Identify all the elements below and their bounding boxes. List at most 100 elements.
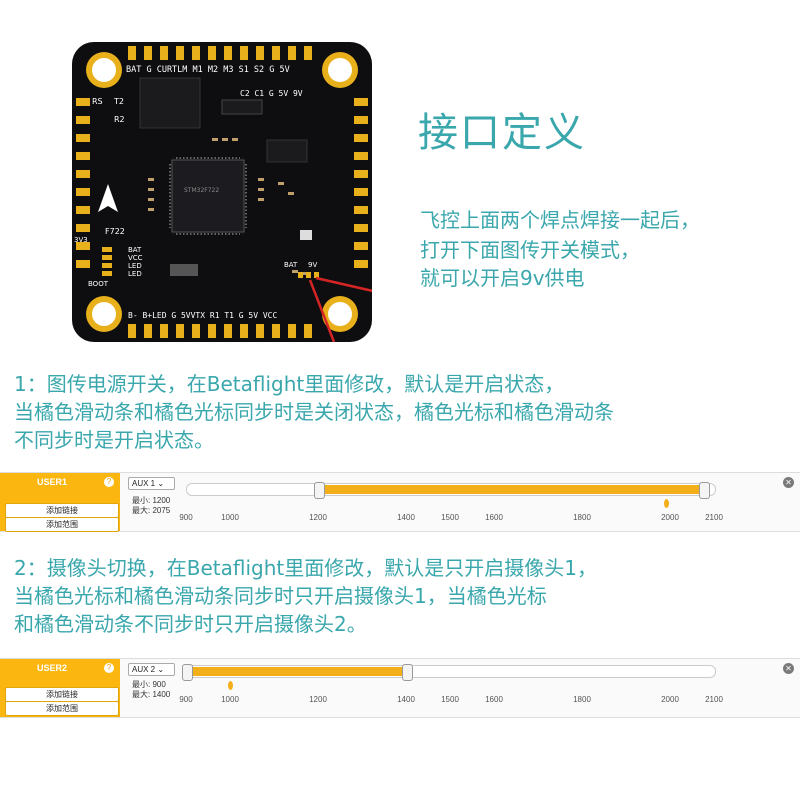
solder-pad — [354, 242, 368, 250]
solder-pad — [256, 46, 264, 60]
svg-text:B- B+LED G 5VVTX R1 T1 G 5V VC: B- B+LED G 5VVTX R1 T1 G 5V VCC — [128, 311, 277, 320]
solder-pad — [176, 324, 184, 338]
range-tick-label: 2100 — [705, 695, 723, 704]
note-line-1: 飞控上面两个焊点焊接一起后， — [420, 208, 700, 232]
range-tick-label: 1000 — [221, 695, 239, 704]
svg-text:F722: F722 — [105, 227, 125, 236]
range-min-label: 最小: 1200 — [132, 496, 171, 505]
svg-text:R2: R2 — [114, 115, 125, 124]
note-line-2: 打开下面图传开关模式， — [420, 238, 640, 262]
range-tick-label: 1400 — [397, 695, 415, 704]
solder-pad — [76, 98, 90, 106]
solder-pad — [76, 170, 90, 178]
channel-value-marker — [663, 499, 669, 508]
solder-pad — [354, 170, 368, 178]
solder-pad — [354, 134, 368, 142]
add-range-button[interactable]: 添加范围 — [5, 701, 119, 716]
svg-text:BOOT: BOOT — [88, 280, 109, 288]
solder-pad — [304, 324, 312, 338]
range-tick-label: 1400 — [397, 513, 415, 522]
svg-text:9V: 9V — [308, 261, 317, 269]
solder-pad — [144, 324, 152, 338]
solder-pad — [288, 46, 296, 60]
solder-pad — [272, 46, 280, 60]
range-fill — [319, 485, 704, 494]
solder-pad — [272, 324, 280, 338]
mcu-pins — [169, 157, 247, 235]
solder-pad — [354, 206, 368, 214]
range-tick-label: 1500 — [441, 513, 459, 522]
solder-pad — [144, 46, 152, 60]
solder-pad — [256, 324, 264, 338]
flight-controller-image: BAT G CURTLM M1 M2 M3 S1 S2 G 5V C2 C1 G… — [72, 42, 372, 342]
svg-text:3V3: 3V3 — [74, 236, 88, 244]
solder-pad — [192, 324, 200, 338]
aux-channel-value: AUX 2 — [132, 665, 156, 674]
aux-channel-select[interactable]: AUX 1 ⌄ — [128, 477, 175, 490]
solder-pad — [354, 152, 368, 160]
range-tick-label: 2000 — [661, 513, 679, 522]
aux-channel-select[interactable]: AUX 2 ⌄ — [128, 663, 175, 676]
help-icon[interactable]: ? — [104, 663, 114, 673]
mounting-holes — [86, 52, 358, 332]
svg-text:VCC: VCC — [128, 254, 143, 262]
range-slider[interactable] — [182, 664, 716, 681]
mode-name: USER2 — [36, 663, 67, 673]
svg-text:BAT G CURTLM M1 M2 M3 S1 S2 G: BAT G CURTLM M1 M2 M3 S1 S2 G 5V — [126, 65, 290, 75]
solder-pad — [240, 46, 248, 60]
solder-pad — [208, 46, 216, 60]
range-tick-label: 1000 — [221, 513, 239, 522]
svg-text:C2 C1 G 5V 9V: C2 C1 G 5V 9V — [240, 89, 303, 98]
range-tick-label: 2000 — [661, 695, 679, 704]
solder-pad — [76, 188, 90, 196]
range-tick-label: 2100 — [705, 513, 723, 522]
chevron-down-icon: ⌄ — [157, 665, 165, 674]
close-icon[interactable]: ✕ — [783, 663, 794, 674]
range-tick-label: 900 — [179, 513, 193, 522]
range-min-handle[interactable] — [182, 664, 193, 681]
close-icon[interactable]: ✕ — [783, 477, 794, 488]
range-tick-label: 1800 — [573, 513, 591, 522]
svg-text:BAT: BAT — [284, 261, 298, 269]
solder-pad — [354, 188, 368, 196]
solder-pad — [76, 134, 90, 142]
solder-pad — [224, 46, 232, 60]
svg-text:RS: RS — [92, 97, 103, 106]
mode-panel-user1: USER1 ? 添加链接 添加范围 AUX 1 ⌄ 最小: 1200 最大: 2… — [0, 472, 800, 532]
para1-line-1: 1：图传电源开关，在Betaflight里面修改，默认是开启状态， — [14, 372, 565, 396]
para2-line-3: 和橘色滑动条不同步时只开启摄像头2。 — [14, 612, 367, 636]
para2-line-2: 当橘色光标和橘色滑动条同步时只开启摄像头1，当橘色光标 — [14, 584, 547, 608]
solder-pad — [192, 46, 200, 60]
mode-name: USER1 — [36, 477, 67, 487]
solder-pad — [304, 46, 312, 60]
range-max-handle[interactable] — [402, 664, 413, 681]
solder-pad — [354, 98, 368, 106]
svg-text:STM32F722: STM32F722 — [184, 187, 219, 194]
svg-text:LED: LED — [128, 270, 142, 278]
svg-text:BAT: BAT — [128, 246, 142, 254]
add-link-button[interactable]: 添加链接 — [5, 503, 119, 518]
solder-pad — [354, 224, 368, 232]
solder-pad — [76, 242, 90, 250]
range-min-handle[interactable] — [314, 482, 325, 499]
add-range-button[interactable]: 添加范围 — [5, 517, 119, 532]
range-tick-label: 1500 — [441, 695, 459, 704]
add-link-button[interactable]: 添加链接 — [5, 687, 119, 702]
para2-line-1: 2：摄像头切换，在Betaflight里面修改，默认是只开启摄像头1， — [14, 556, 597, 580]
solder-pad — [240, 324, 248, 338]
svg-text:LED: LED — [128, 262, 142, 270]
para1-line-2: 当橘色滑动条和橘色光标同步时是关闭状态，橘色光标和橘色滑动条 — [14, 400, 614, 424]
mode-header: USER2 ? 添加链接 添加范围 — [0, 659, 120, 717]
range-max-handle[interactable] — [699, 482, 710, 499]
range-tick-label: 1600 — [485, 513, 503, 522]
solder-pad — [208, 324, 216, 338]
solder-pad — [354, 260, 368, 268]
range-tick-label: 1800 — [573, 695, 591, 704]
svg-text:T2: T2 — [113, 97, 124, 106]
range-tick-label: 1200 — [309, 513, 327, 522]
range-tick-label: 1600 — [485, 695, 503, 704]
range-slider[interactable] — [186, 482, 716, 499]
range-tick-label: 1200 — [309, 695, 327, 704]
help-icon[interactable]: ? — [104, 477, 114, 487]
chevron-down-icon: ⌄ — [157, 479, 165, 488]
